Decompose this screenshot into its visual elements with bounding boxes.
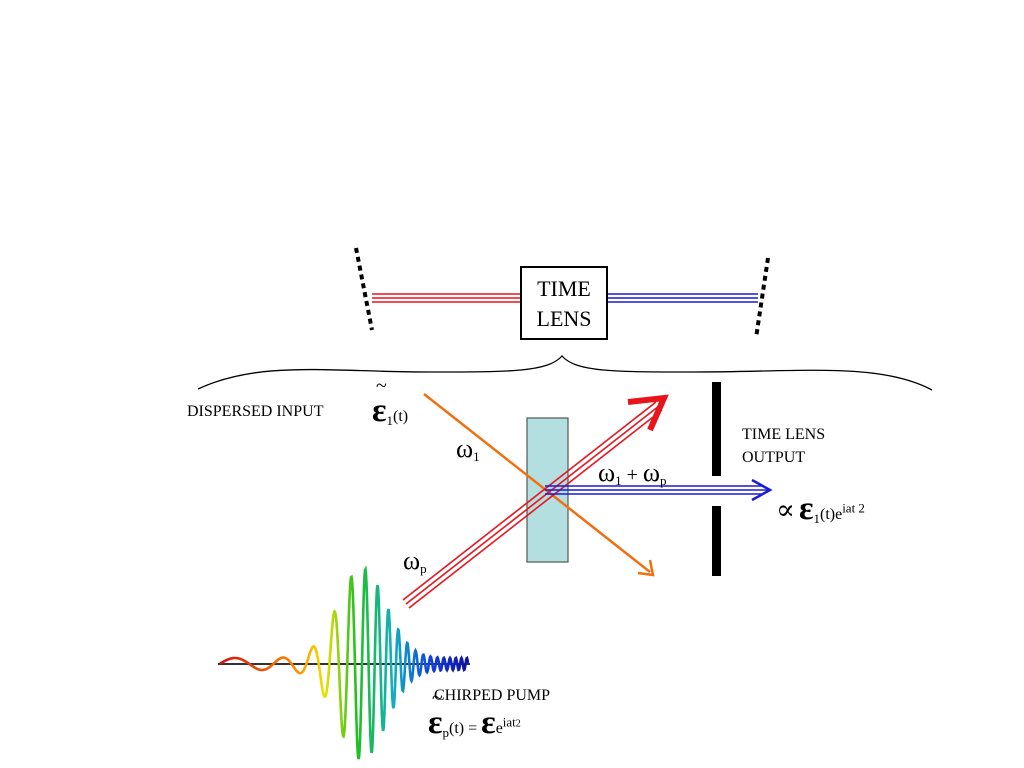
blue-output-beam-top	[608, 293, 758, 303]
omegap-label: ωp	[403, 546, 427, 577]
output-field-symbol: ε	[798, 490, 814, 527]
time-lens-box: TIME LENS	[520, 266, 608, 340]
sum-frequency-arrowhead	[751, 478, 773, 502]
time-lens-output-line1: TIME LENS	[742, 426, 826, 443]
input-field-sub: 1	[386, 413, 394, 429]
aperture-bottom-bar	[712, 506, 721, 576]
omega1-label: ω1	[456, 434, 480, 465]
chirped-pump-label: CHIRPED PUMP	[434, 687, 551, 704]
pump-arrowhead	[627, 394, 669, 432]
chirped-pump-pulse	[218, 565, 470, 760]
input-field-arg: (t)	[393, 408, 409, 425]
pump-field-symbol: ε	[428, 688, 443, 740]
red-input-beam-top	[372, 293, 520, 303]
sum-frequency-beam	[545, 485, 768, 495]
pump-field-expression: εp(t) = εeiat2	[428, 688, 521, 740]
time-lens-output-line2: OUTPUT	[742, 449, 806, 466]
sum-frequency-label: ω1 + ωp	[598, 458, 667, 489]
left-dashed-plane	[354, 247, 374, 331]
proportional-symbol: ∝	[776, 495, 795, 526]
omega1-beam	[423, 393, 651, 573]
output-field-expression: ∝ ε1(t)eiat 2	[776, 490, 865, 527]
time-lens-label-line2: LENS	[536, 306, 592, 331]
dispersed-input-label: DISPERSED INPUT	[187, 403, 324, 420]
pump-beam	[402, 401, 663, 609]
curly-brace	[197, 355, 933, 391]
time-lens-label-line1: TIME	[537, 276, 591, 301]
omega1-arrowhead	[637, 559, 655, 577]
input-field-expression: ε1(t)	[372, 376, 409, 429]
input-field-symbol: ε	[372, 376, 387, 428]
right-dashed-plane	[754, 257, 770, 339]
aperture-top-bar	[712, 382, 721, 476]
